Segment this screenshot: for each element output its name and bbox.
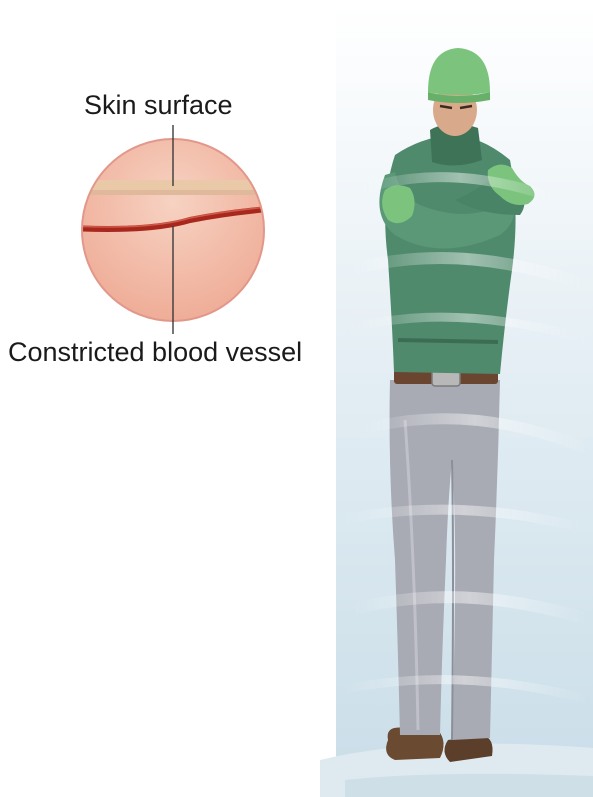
jacket-hem — [398, 340, 498, 342]
left-glove — [382, 185, 414, 223]
snow-shadow — [345, 774, 593, 797]
skin-inset — [60, 125, 290, 334]
